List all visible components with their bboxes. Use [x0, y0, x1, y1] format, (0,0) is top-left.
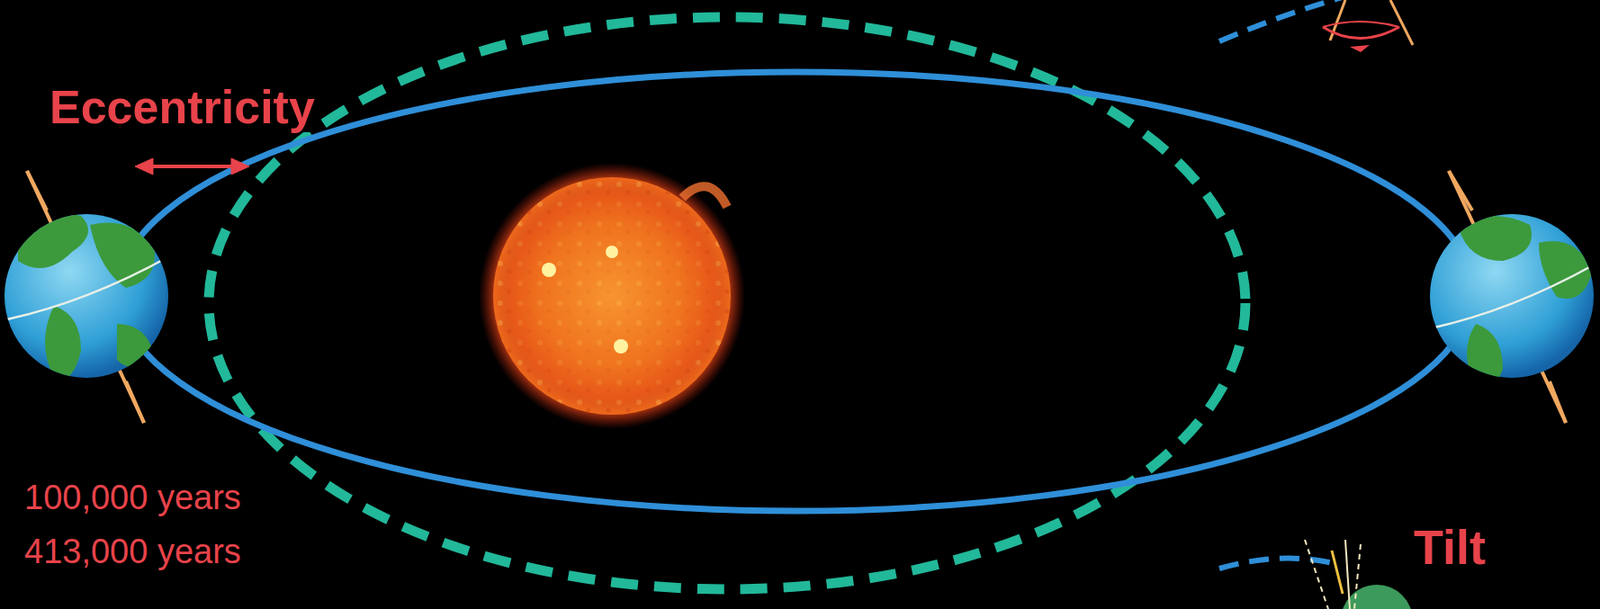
- orbit-circular: [208, 17, 1246, 590]
- cycle-label: Eccentricity: [46, 82, 318, 133]
- period-label: 100,000 years: [21, 480, 244, 517]
- precession-inset: [1219, 0, 1413, 53]
- sun: [478, 162, 746, 430]
- earth: [4, 170, 170, 423]
- tilt-inset: [1219, 539, 1413, 609]
- double-arrow: [134, 158, 250, 175]
- orbit-eccentric: [118, 71, 1473, 512]
- cycle-label: Tilt: [1411, 521, 1489, 574]
- period-label: 413,000 years: [21, 534, 244, 571]
- earth: [1429, 170, 1594, 423]
